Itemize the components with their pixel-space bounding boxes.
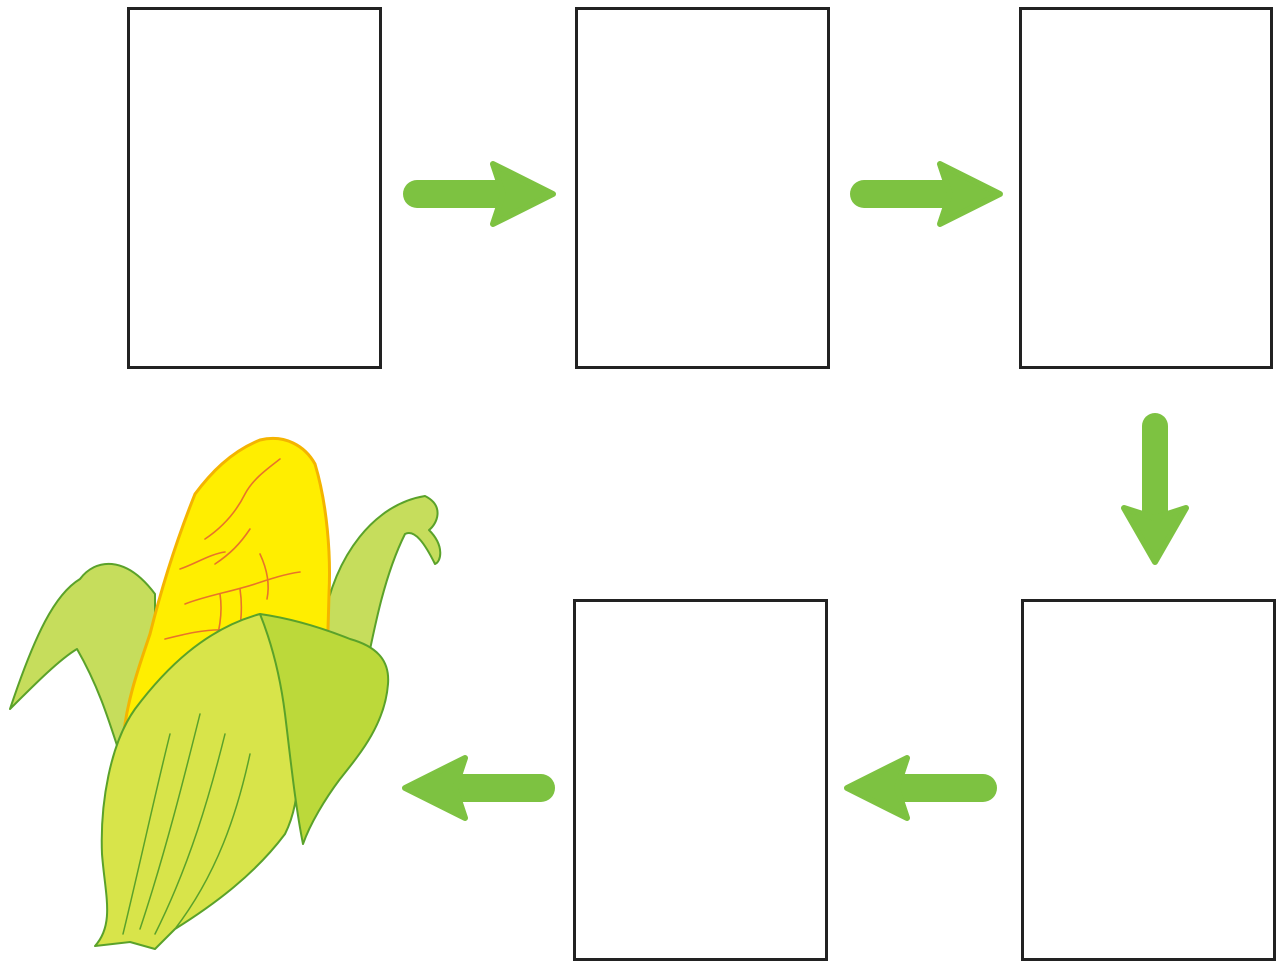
flow-box-2 [575,7,830,369]
arrow-left-icon [844,755,997,821]
flow-box-3 [1019,7,1273,369]
arrow-left-icon [402,755,555,821]
arrow-right-icon [850,161,1003,227]
corn-husk-right-back [322,495,442,675]
corn-husk-front-right [259,613,390,845]
arrow-down-icon [1121,413,1189,565]
husk-lines [122,713,251,935]
arrow-right-icon [403,161,556,227]
corn-husk-left-back [9,562,156,765]
flow-box-5 [573,599,828,961]
corn-cob-icon [9,437,442,950]
flow-box-4 [1021,599,1276,961]
flow-box-1 [127,7,382,369]
